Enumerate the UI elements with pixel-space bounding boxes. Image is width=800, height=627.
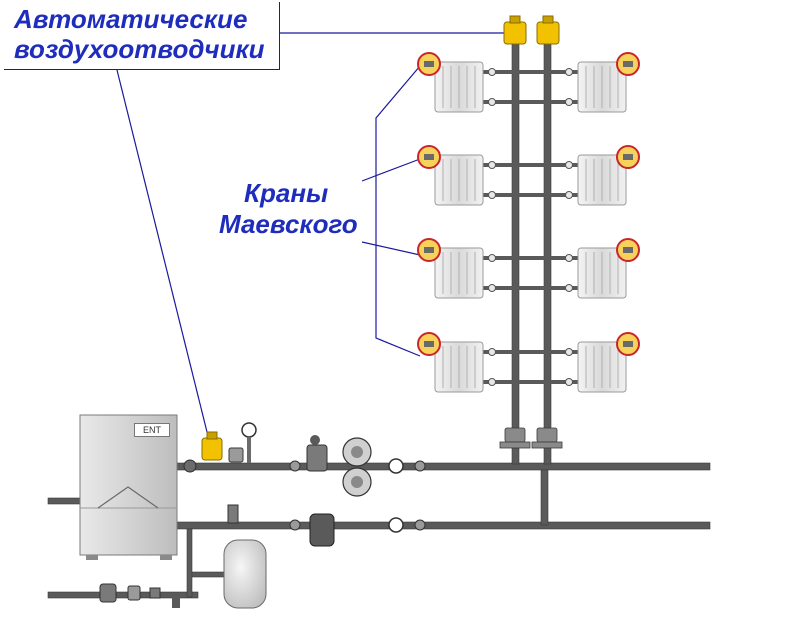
mayevsky-valve-icon: [616, 332, 640, 356]
radiator-supply-branch: [483, 256, 578, 260]
mud-separator-icon: [309, 513, 335, 547]
radiator-valve-icon: [565, 68, 573, 76]
radiator-valve-icon: [488, 378, 496, 386]
radiator-valve-icon: [488, 98, 496, 106]
tank-connection-pipe: [189, 571, 225, 578]
mayevsky-leader-line-3: [361, 241, 421, 256]
boiler-air-vent-icon: [201, 431, 223, 461]
expansion-tank-body: [223, 539, 267, 609]
return-line-fittings: [227, 504, 426, 547]
radiator-return-branch: [483, 380, 578, 384]
air-vents-label-line1: Автоматические: [14, 4, 248, 34]
radiator-valve-icon: [565, 284, 573, 292]
mayevsky-valve-icon: [616, 145, 640, 169]
union-fitting: [414, 519, 426, 531]
radiator: [577, 61, 627, 113]
expansion-tank: [223, 539, 267, 609]
strainer-icon: [306, 444, 328, 472]
boiler-drop-pipe: [186, 528, 193, 598]
union-fitting: [289, 460, 301, 472]
radiator-return-branch: [483, 193, 578, 197]
mayevsky-bracket-line: [375, 65, 421, 357]
radiator-supply-branch: [483, 163, 578, 167]
make-up-water-group: [99, 583, 180, 608]
air-vent-icon: [536, 15, 560, 45]
riser-bridge-pipe: [540, 469, 549, 526]
mayevsky-valve-icon: [417, 145, 441, 169]
radiator-valve-icon: [488, 254, 496, 262]
boiler-inlet-pipe: [47, 497, 81, 505]
risers: [511, 43, 552, 465]
radiator-supply-branch: [483, 70, 578, 74]
supply-riser: [511, 43, 520, 465]
radiator-valve-icon: [565, 191, 573, 199]
radiator-valve-icon: [565, 161, 573, 169]
union-fitting: [289, 519, 301, 531]
mayevsky-valve-icon: [417, 238, 441, 262]
safety-valve: [228, 447, 244, 463]
drain-valve-icon: [172, 596, 180, 608]
radiator: [577, 341, 627, 393]
air-vent-icon: [503, 15, 527, 45]
return-main-pipe: [174, 521, 711, 530]
union-fitting: [414, 460, 426, 472]
pressure-gauge-icon: [241, 422, 257, 438]
radiator-supply-branch: [483, 350, 578, 354]
radiator-valve-icon: [565, 254, 573, 262]
leader-lines: [116, 32, 512, 441]
radiator: [434, 61, 484, 113]
radiator-return-branch: [483, 100, 578, 104]
air-vents-callout-box: [4, 2, 280, 70]
radiator: [434, 341, 484, 393]
boiler-air-vent-leader-line: [116, 69, 210, 441]
radiator-valve-icon: [488, 161, 496, 169]
riser-bottom-valves: [499, 427, 563, 449]
radiator: [434, 247, 484, 299]
radiator-valve-icon: [488, 348, 496, 356]
radiator: [434, 154, 484, 206]
mayevsky-valve-icon: [616, 52, 640, 76]
radiator-valve-icon: [565, 98, 573, 106]
mayevsky-label-line1: Краны: [244, 178, 329, 208]
supply-line-fittings: [183, 422, 426, 497]
top-air-vents: [503, 15, 560, 45]
boiler: [79, 414, 178, 560]
thermometer-icon: [388, 458, 404, 474]
boiler-flame-window: [97, 486, 159, 509]
return-riser-valve: [536, 427, 558, 443]
boiler-brand-plate: ENT: [134, 423, 170, 437]
radiator-valve-icon: [488, 191, 496, 199]
air-vents-label-line2: воздухоотводчики: [14, 34, 265, 64]
supply-riser-valve: [504, 427, 526, 443]
supply-riser-tee: [499, 441, 531, 449]
supply-main-pipe: [169, 462, 711, 471]
radiator-valve-icon: [488, 284, 496, 292]
thermometer-icon: [388, 517, 404, 533]
mayevsky-valve-icon: [616, 238, 640, 262]
reducer-valve-icon: [99, 583, 117, 603]
radiator-valve-icon: [565, 378, 573, 386]
supply-shutoff-valve: [183, 459, 197, 473]
radiator: [577, 154, 627, 206]
cold-water-pipe: [47, 591, 199, 599]
mayevsky-valve-icon: [417, 332, 441, 356]
mayevsky-label-line2: Маевского: [219, 209, 358, 239]
mayevsky-valve-icon: [417, 52, 441, 76]
radiator-valve-icon: [565, 348, 573, 356]
radiator-floors: [417, 52, 640, 393]
check-valve-icon: [127, 585, 141, 601]
return-riser-tee: [531, 441, 563, 449]
filling-valve-icon: [149, 587, 161, 599]
radiator-valve-icon: [488, 68, 496, 76]
return-valve: [227, 504, 239, 524]
radiator: [577, 247, 627, 299]
return-riser: [543, 43, 552, 465]
boiler-body: [79, 414, 178, 556]
radiator-return-branch: [483, 286, 578, 290]
mayevsky-leader-line-2: [361, 158, 421, 182]
